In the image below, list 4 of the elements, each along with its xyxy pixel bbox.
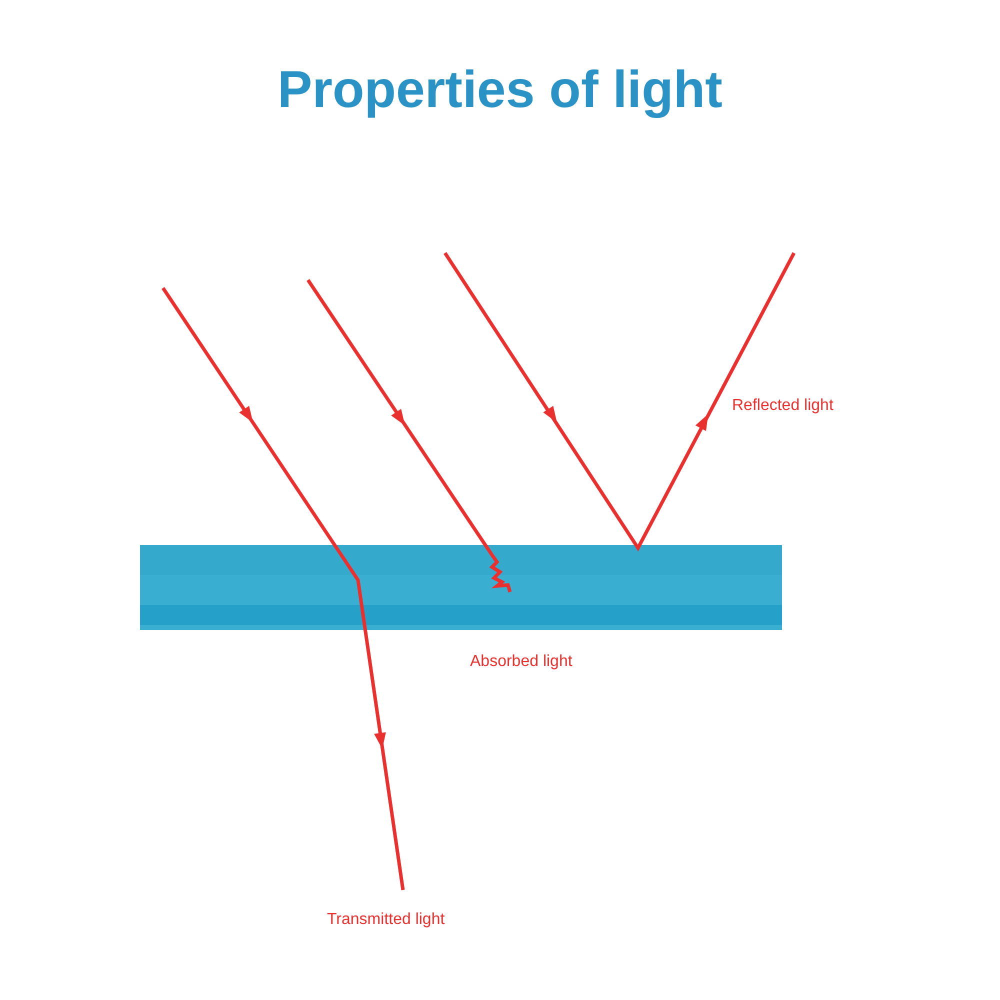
title: Properties of light: [276, 60, 724, 120]
ray-label: Absorbed light: [470, 653, 572, 671]
ray-label: Reflected light: [732, 397, 834, 415]
ray-label: Transmitted light: [327, 911, 445, 929]
